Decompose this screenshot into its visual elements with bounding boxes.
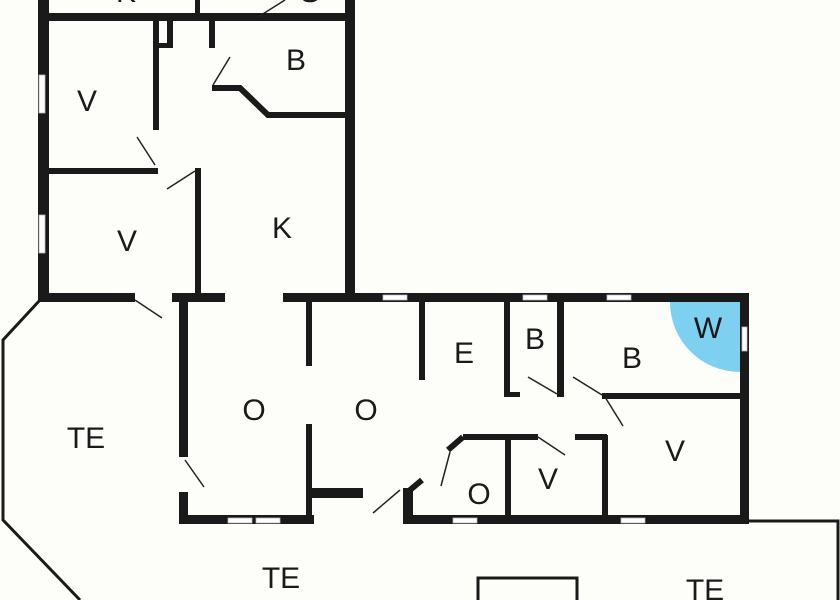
terrace-outline-left: [1, 298, 82, 600]
room-label: TE: [686, 574, 724, 600]
windows: [38, 74, 748, 524]
terrace-box: [476, 576, 579, 600]
room-label: O: [354, 394, 377, 427]
room-label: V: [77, 85, 97, 118]
room-label: K: [272, 212, 292, 245]
walls: [38, 0, 749, 524]
room-label: K: [116, 0, 136, 9]
room-label: B: [622, 342, 642, 375]
whirlpool-area: [670, 302, 740, 372]
room-label: S: [300, 0, 320, 9]
room-label: B: [286, 44, 306, 77]
room-label: V: [117, 225, 137, 258]
room-label: B: [525, 323, 545, 356]
room-label: O: [467, 478, 490, 511]
room-label: O: [242, 394, 265, 427]
room-label: V: [665, 435, 685, 468]
room-label: E: [454, 337, 474, 370]
room-label: W: [694, 312, 723, 345]
room-label: TE: [67, 422, 105, 455]
door-swings: [134, 0, 624, 514]
room-label: V: [538, 463, 558, 496]
room-labels: K S V B V K TE O O E B B W V O V TE TE: [67, 0, 724, 600]
room-label: TE: [262, 562, 300, 595]
terrace-outline-right: [748, 519, 840, 600]
